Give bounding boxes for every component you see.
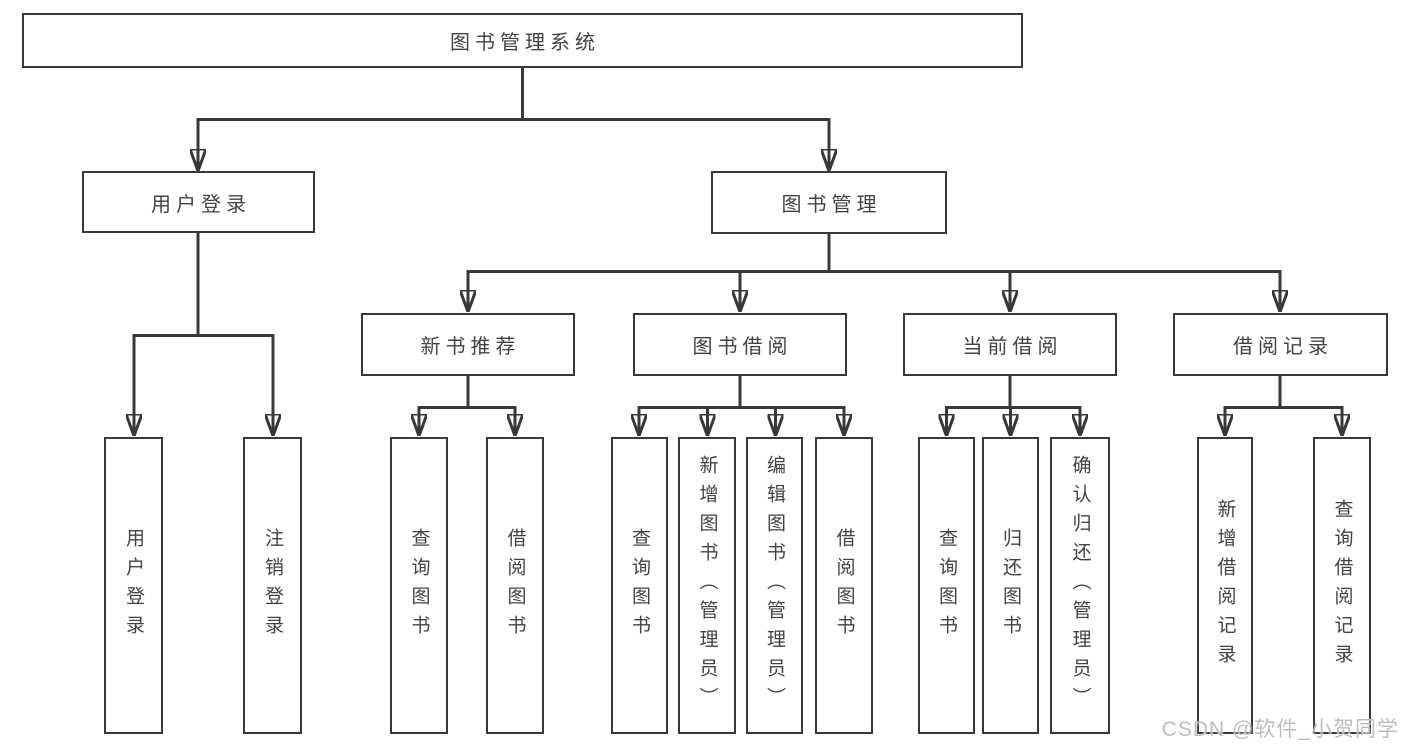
leaf-confirm-return-admin: 确认归还（管理员） — [1050, 437, 1110, 734]
node-label: 用户登录 — [151, 193, 251, 216]
leaf-label: 借阅图书 — [833, 527, 855, 644]
node-current-borrowing: 当前借阅 — [903, 313, 1117, 376]
leaf-query-books-recommend: 查询图书 — [390, 437, 448, 734]
node-label: 新书推荐 — [420, 336, 521, 358]
leaf-label: 查询借阅记录 — [1331, 498, 1353, 673]
node-label: 图书借阅 — [692, 336, 793, 358]
node-label: 当前借阅 — [962, 336, 1063, 358]
leaf-query-borrow-record: 查询借阅记录 — [1313, 437, 1371, 734]
node-library-management-system: 图书管理系统 — [22, 13, 1023, 68]
node-label: 图书管理 — [781, 194, 882, 216]
leaf-query-books-borrowing: 查询图书 — [611, 437, 668, 734]
leaf-label: 新增借阅记录 — [1214, 498, 1236, 673]
leaf-label: 查询图书 — [936, 527, 957, 644]
leaf-borrow-books: 借阅图书 — [815, 437, 873, 734]
leaf-label: 注销登录 — [262, 527, 283, 644]
leaf-borrow-books-recommend: 借阅图书 — [486, 437, 544, 734]
leaf-label: 查询图书 — [629, 527, 650, 644]
leaf-label: 确认归还（管理员） — [1069, 455, 1091, 716]
node-book-management: 图书管理 — [711, 171, 947, 234]
leaf-label: 查询图书 — [408, 527, 430, 644]
leaf-label: 用户登录 — [123, 527, 144, 644]
leaf-label: 新增图书（管理员） — [696, 455, 718, 716]
node-user-login: 用户登录 — [82, 171, 315, 233]
leaf-logout: 注销登录 — [243, 437, 302, 734]
node-label: 借阅记录 — [1233, 336, 1333, 358]
node-book-borrowing: 图书借阅 — [633, 313, 847, 376]
node-new-book-recommend: 新书推荐 — [361, 313, 575, 376]
leaf-query-books-current: 查询图书 — [918, 437, 975, 734]
leaf-edit-books-admin: 编辑图书（管理员） — [746, 437, 803, 734]
leaf-add-books-admin: 新增图书（管理员） — [678, 437, 736, 734]
csdn-watermark: CSDN @软件_小贺同学 — [1161, 718, 1399, 741]
leaf-label: 归还图书 — [1000, 527, 1021, 644]
leaf-add-borrow-record: 新增借阅记录 — [1197, 437, 1253, 734]
node-borrow-records: 借阅记录 — [1173, 313, 1388, 376]
leaf-user-login: 用户登录 — [104, 437, 163, 734]
leaf-return-books: 归还图书 — [982, 437, 1039, 734]
node-label: 图书管理系统 — [450, 32, 600, 54]
leaf-label: 编辑图书（管理员） — [764, 455, 785, 716]
leaf-label: 借阅图书 — [504, 527, 526, 644]
